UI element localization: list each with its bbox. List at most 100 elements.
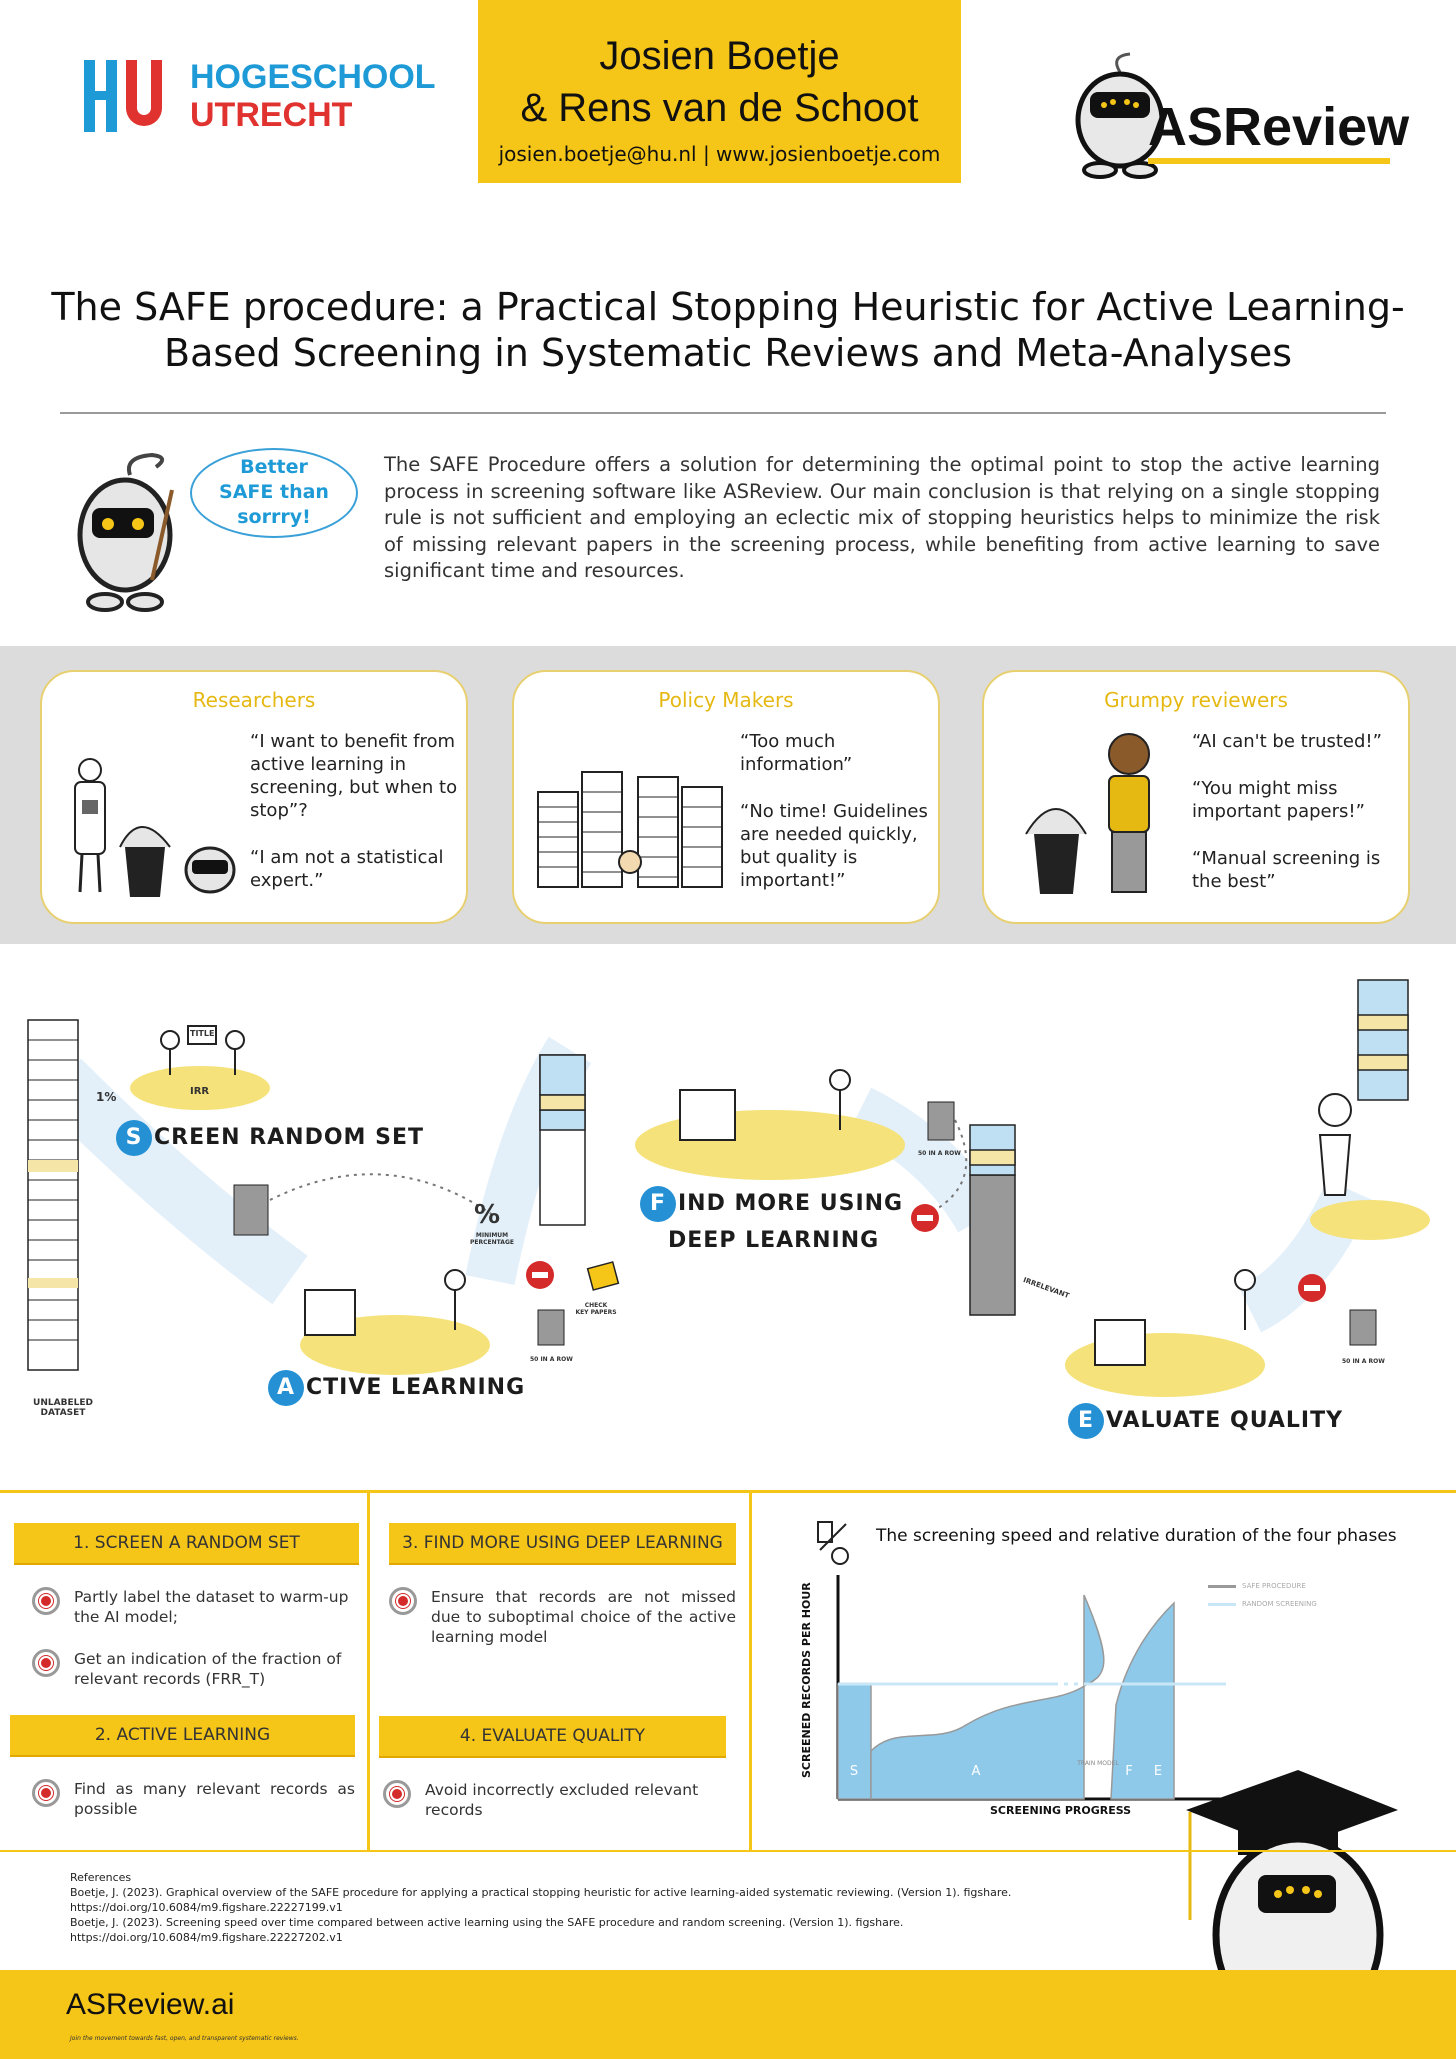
legend-entry-random: RANDOM SCREENING	[1208, 1600, 1317, 1608]
persona-card-grumpy-reviewers: Grumpy reviewers “AI can't be trusted!” …	[982, 670, 1410, 924]
author-names: Josien Boetje & Rens van de Schoot	[478, 0, 961, 134]
title-line-1: The SAFE procedure: a Practical Stopping…	[51, 285, 1405, 329]
steps-top-rule	[0, 1490, 1456, 1493]
percent-symbol: %	[474, 1200, 501, 1230]
chart-area-active-learning	[870, 1594, 1105, 1800]
phase-text: VALUATE QUALITY	[1106, 1408, 1344, 1433]
speech-line-2: SAFE than	[219, 481, 329, 503]
title-card-label: TITLE	[190, 1029, 215, 1038]
paper-stacks-icon	[537, 771, 723, 888]
minimum-line-2: PERCENTAGE	[470, 1239, 514, 1246]
step-bullet: Ensure that records are not missed due t…	[389, 1587, 736, 1647]
quote: “You might miss important papers!”	[1192, 778, 1365, 822]
asreview-robot-icon	[1075, 52, 1165, 179]
reference-2-doi[interactable]: https://doi.org/10.6084/m9.figshare.2222…	[70, 1931, 343, 1944]
step-heading: 4. EVALUATE QUALITY	[379, 1716, 726, 1758]
phase-letter-badge: A	[268, 1370, 304, 1406]
legend-swatch	[1208, 1602, 1236, 1606]
footer-brand[interactable]: ASReview.ai	[66, 1988, 235, 2021]
fifty-in-row-label-2: 50 IN A ROW	[918, 1150, 961, 1157]
chart-title: The screening speed and relative duratio…	[876, 1526, 1397, 1546]
process-illustration	[27, 979, 1430, 1397]
hu-mark-icon	[84, 60, 162, 132]
hu-name-line2: UTRECHT	[190, 96, 353, 134]
persona-quotes: “AI can't be trusted!” “You might miss i…	[1192, 730, 1406, 917]
quote: “No time! Guidelines are needed quickly,…	[740, 801, 928, 891]
irr-label: IRR	[190, 1086, 210, 1097]
quote: “Too much information”	[740, 731, 853, 775]
persona-card-policy-makers: Policy Makers “Too much information” “No…	[512, 670, 940, 924]
chart-phase-label: A	[972, 1764, 981, 1779]
phase-text: CREEN RANDOM SET	[154, 1125, 424, 1150]
unlabeled-dataset-stack	[27, 1019, 79, 1371]
mascot-pointer-icon	[77, 452, 174, 612]
step-bullet: Partly label the dataset to warm-up the …	[32, 1587, 359, 1627]
references-heading: References	[70, 1871, 132, 1884]
asreview-underline	[1148, 158, 1390, 164]
step-4: 4. EVALUATE QUALITY Avoid incorrectly ex…	[379, 1716, 726, 1820]
quote: “I want to benefit from active learning …	[250, 731, 458, 821]
title-divider	[60, 412, 1386, 414]
fifty-in-row-label: 50 IN A ROW	[530, 1356, 573, 1363]
unlabeled-line-1: UNLABELED	[33, 1398, 93, 1408]
persona-title: Grumpy reviewers	[1104, 688, 1288, 712]
step-2: 2. ACTIVE LEARNING Find as many relevant…	[10, 1715, 355, 1819]
labeled-stack-left	[539, 1054, 586, 1226]
column-divider	[749, 1493, 752, 1851]
quote: “Manual screening is the best”	[1192, 848, 1381, 892]
step-3: 3. FIND MORE USING DEEP LEARNING Ensure …	[389, 1523, 736, 1647]
bullet-text: Find as many relevant records as possibl…	[74, 1780, 355, 1818]
hu-logo: HOGESCHOOL UTRECHT	[84, 58, 436, 138]
legend-text: RANDOM SCREENING	[1242, 1600, 1317, 1608]
grumpy-reviewer-illustration-icon	[1025, 733, 1150, 894]
step-bullet: Avoid incorrectly excluded relevant reco…	[383, 1780, 726, 1820]
contact-line[interactable]: josien.boetje@hu.nl | www.josienboetje.c…	[498, 142, 941, 166]
unlabeled-line-2: DATASET	[40, 1408, 86, 1418]
references: References Boetje, J. (2023). Graphical …	[70, 1870, 1200, 1945]
chart-area-screen-random	[837, 1683, 872, 1800]
check-line-1: CHECK	[584, 1302, 608, 1309]
author-line-2: & Rens van de Schoot	[520, 86, 919, 130]
reference-1-doi[interactable]: https://doi.org/10.6084/m9.figshare.2222…	[70, 1901, 343, 1914]
step-heading: 1. SCREEN A RANDOM SET	[14, 1523, 359, 1565]
phase-f-label-line2: DEEP LEARNING	[668, 1228, 880, 1253]
target-bullet-icon	[32, 1587, 60, 1615]
target-bullet-icon	[32, 1779, 60, 1807]
quote: “I am not a statistical expert.”	[250, 847, 444, 891]
legend-swatch	[1208, 1584, 1236, 1588]
minimum-line-1: MINIMUM	[475, 1232, 509, 1239]
author-box: Josien Boetje & Rens van de Schoot josie…	[478, 0, 961, 183]
researcher-illustration-icon	[74, 758, 236, 897]
chart-phase-label: F	[1125, 1764, 1132, 1779]
persona-title: Policy Makers	[658, 688, 794, 712]
persona-title: Researchers	[192, 688, 316, 712]
labeled-stack-right	[1357, 979, 1409, 1101]
unlabeled-dataset-label: UNLABELED DATASET	[28, 1398, 98, 1418]
poster-title: The SAFE procedure: a Practical Stopping…	[40, 284, 1416, 376]
footer-tagline: Join the movement towards fast, open, an…	[70, 2035, 299, 2042]
speech-line-3: sorrry!	[237, 506, 311, 528]
reference-1: Boetje, J. (2023). Graphical overview of…	[70, 1886, 1012, 1899]
bullet-text: Partly label the dataset to warm-up the …	[74, 1588, 349, 1626]
hu-name-line1: HOGESCHOOL	[190, 58, 436, 96]
asreview-logo: ASReview	[1070, 50, 1409, 180]
chart-y-label: SCREENED RECORDS PER HOUR	[800, 1582, 813, 1778]
check-key-papers-label: CHECK KEY PAPERS	[566, 1302, 626, 1316]
chart-x-label: SCREENING PROGRESS	[990, 1804, 1132, 1817]
phase-text: IND MORE USING	[678, 1191, 904, 1216]
step-bullet: Get an indication of the fraction of rel…	[32, 1649, 359, 1689]
bullet-text: Get an indication of the fraction of rel…	[74, 1650, 342, 1688]
step-bullet: Find as many relevant records as possibl…	[32, 1779, 355, 1819]
stop-sign-icons	[526, 1204, 1326, 1302]
chart-phase-label: S	[850, 1764, 858, 1779]
step-heading: 3. FIND MORE USING DEEP LEARNING	[389, 1523, 736, 1565]
target-bullet-icon	[389, 1587, 417, 1615]
legend-text: SAFE PROCEDURE	[1242, 1582, 1306, 1590]
step-heading: 2. ACTIVE LEARNING	[10, 1715, 355, 1757]
phase-letter-badge: F	[640, 1186, 676, 1222]
